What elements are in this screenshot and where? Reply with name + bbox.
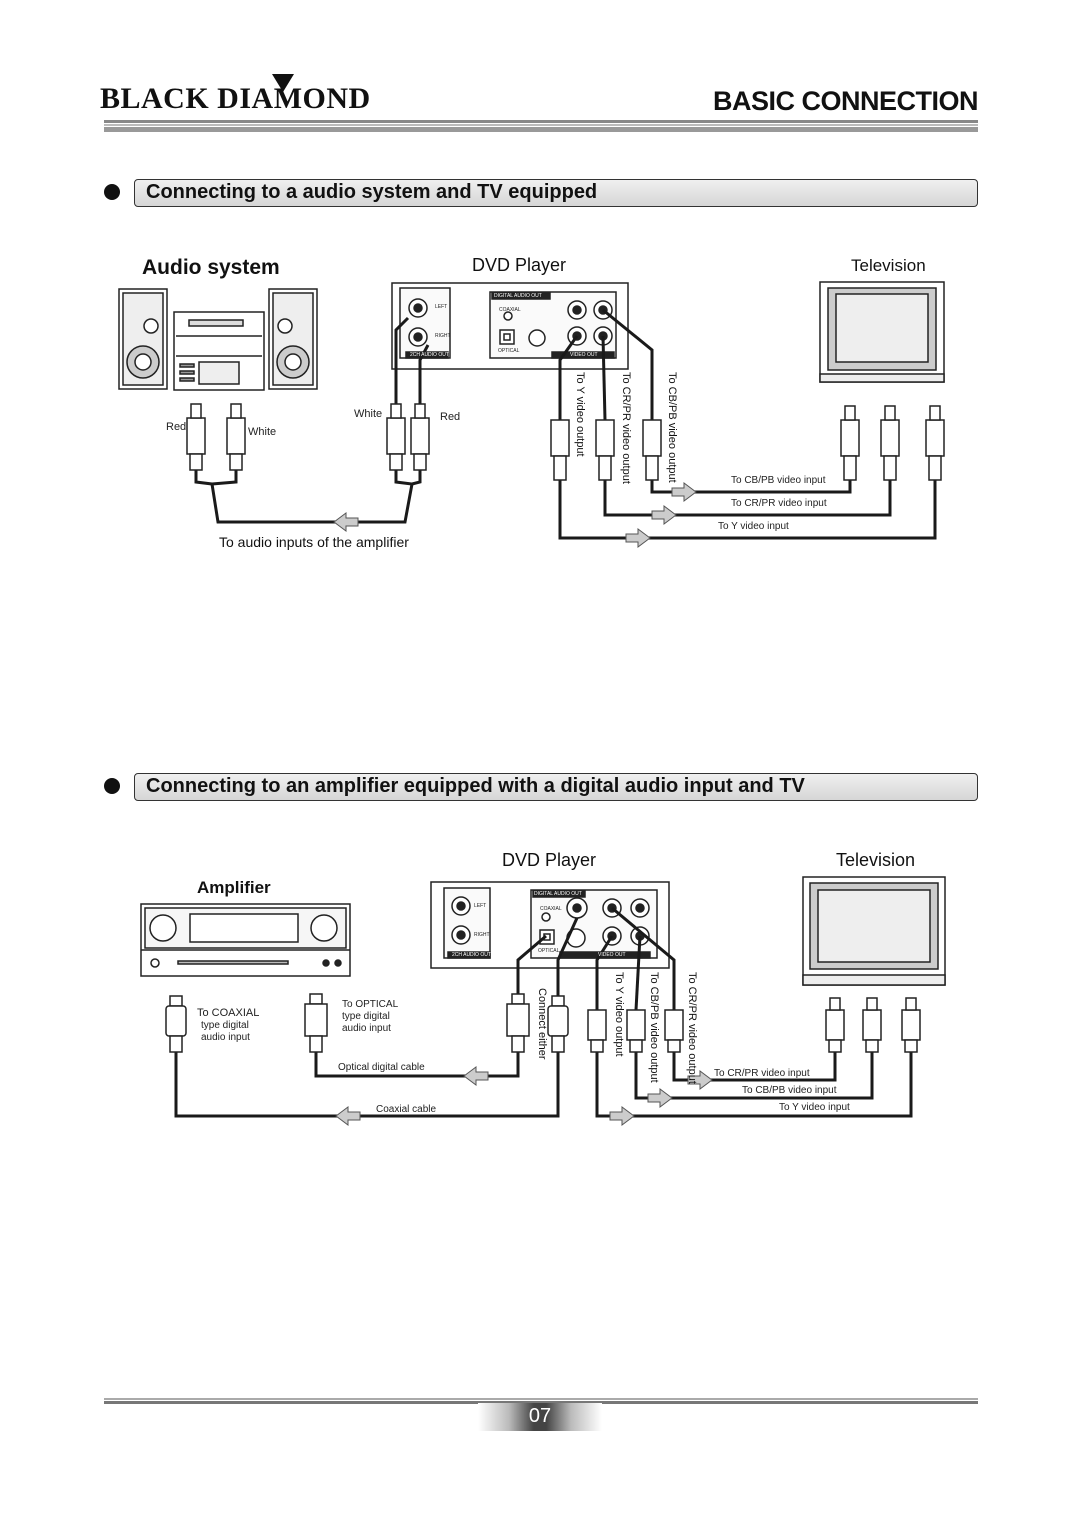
- optical-input-label: type digital: [342, 1011, 390, 1022]
- amp-input-caption: To audio inputs of the amplifier: [219, 534, 409, 550]
- coaxial-input-label: To COAXIAL: [197, 1007, 260, 1019]
- cable-color-label: Red: [440, 411, 461, 423]
- video-input-label: To Y video input: [779, 1102, 850, 1113]
- panel-label: LEFT: [474, 903, 487, 909]
- rca-plug-icon: [587, 997, 921, 1053]
- section-header-box: [134, 773, 978, 801]
- arrow-left-icon: [335, 1106, 361, 1126]
- audio-cables: [194, 316, 430, 524]
- audio-system-icon: [118, 288, 318, 391]
- panel-label: DIGITAL AUDIO OUT: [494, 293, 542, 299]
- arrow-right-icon: [671, 482, 697, 502]
- cable-label: Coaxial cable: [376, 1104, 437, 1115]
- arrow-right-icon: [647, 1088, 673, 1108]
- panel-label: COAXIAL: [540, 906, 562, 912]
- coaxial-input-label: type digital: [201, 1020, 249, 1031]
- rca-plug-icon: [550, 405, 945, 481]
- rca-plug-icon: [186, 403, 430, 471]
- panel-label: VIDEO OUT: [570, 352, 598, 358]
- dvd-player-rear-panel: [391, 282, 629, 370]
- cable-color-label: White: [248, 426, 277, 438]
- panel-label: 2CH AUDIO OUT: [452, 952, 491, 958]
- section-title: Connecting to a audio system and TV equi…: [146, 181, 598, 203]
- television-icon: [802, 876, 946, 986]
- video-input-label: To CB/PB video input: [731, 475, 826, 486]
- brand-logo: BLACK DIAMOND: [100, 82, 371, 115]
- optical-plug-icon: [304, 993, 530, 1053]
- section-header-box: [134, 179, 978, 207]
- cable-color-label: Red: [166, 421, 187, 433]
- television-label: Television: [836, 850, 916, 870]
- panel-label: OPTICAL: [498, 348, 520, 354]
- video-input-label: To CR/PR video input: [714, 1068, 810, 1079]
- footer-rule: [104, 1398, 978, 1400]
- amplifier-icon: [140, 903, 351, 977]
- arrow-right-icon: [609, 1106, 635, 1126]
- digital-cables: [174, 917, 579, 1118]
- dvd-player-label: DVD Player: [472, 255, 567, 275]
- video-output-label: To CR/PR video output: [686, 972, 698, 1084]
- video-cables: [558, 308, 937, 540]
- connect-either-label: Connect either: [536, 988, 548, 1060]
- optical-input-label: To OPTICAL: [342, 999, 399, 1010]
- panel-label: 2CH AUDIO OUT: [410, 352, 449, 358]
- panel-label: VIDEO OUT: [598, 952, 626, 958]
- panel-label: OPTICAL: [538, 948, 560, 954]
- coaxial-plug-icon: [165, 995, 569, 1053]
- coaxial-input-label: audio input: [201, 1032, 250, 1043]
- dvd-player-label: DVD Player: [502, 850, 597, 870]
- header-rule: [104, 120, 978, 123]
- optical-input-label: audio input: [342, 1023, 391, 1034]
- video-cables: [595, 906, 913, 1118]
- section-title: Connecting to an amplifier equipped with…: [146, 775, 805, 797]
- arrow-right-icon: [687, 1070, 713, 1090]
- page-title: BASIC CONNECTION: [712, 86, 979, 116]
- arrow-right-icon: [625, 528, 651, 548]
- panel-label: RIGHT: [435, 333, 451, 339]
- arrow-right-icon: [651, 505, 677, 525]
- diamond-logo-icon: [272, 74, 294, 92]
- section-bullet: [104, 778, 120, 794]
- dvd-player-rear-panel: [430, 881, 670, 969]
- panel-label: RIGHT: [474, 932, 490, 938]
- section-bullet: [104, 184, 120, 200]
- cable-color-label: White: [354, 408, 383, 420]
- video-input-label: To Y video input: [718, 521, 789, 532]
- video-input-label: To CR/PR video input: [731, 498, 827, 509]
- audio-system-label: Audio system: [142, 256, 280, 279]
- arrow-left-icon: [333, 512, 359, 532]
- television-icon: [819, 281, 945, 383]
- panel-label: DIGITAL AUDIO OUT: [534, 891, 582, 897]
- arrow-left-icon: [463, 1066, 489, 1086]
- video-output-label: To CB/PB video output: [648, 972, 660, 1083]
- cable-label: Optical digital cable: [338, 1062, 425, 1073]
- panel-label: LEFT: [435, 304, 448, 310]
- video-output-label: To Y video output: [613, 972, 625, 1057]
- panel-label: COAXIAL: [499, 307, 521, 313]
- television-label: Television: [851, 256, 926, 275]
- page-number-badge: [478, 1403, 602, 1431]
- video-input-label: To CB/PB video input: [742, 1085, 837, 1096]
- page-number: 07: [528, 1405, 552, 1427]
- amplifier-label: Amplifier: [197, 878, 271, 897]
